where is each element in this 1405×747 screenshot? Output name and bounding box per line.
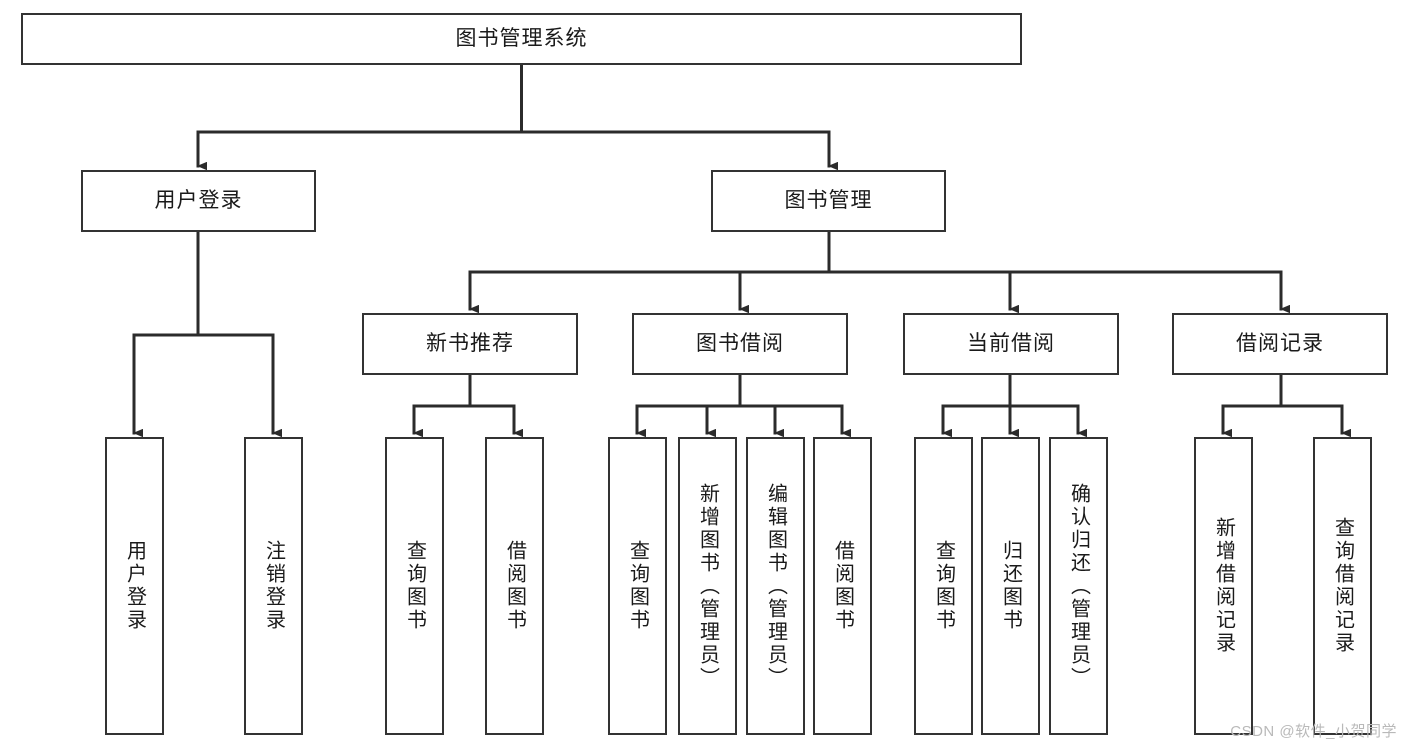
node-borrow-record-label: 借阅记录 xyxy=(1236,332,1324,356)
node-leaf-user-login-label: 用户登录 xyxy=(123,540,146,632)
node-leaf-borrow-query-book-label: 查询图书 xyxy=(626,540,649,632)
node-book-borrow[interactable]: 图书借阅 xyxy=(632,313,848,375)
node-leaf-record-add[interactable]: 新增借阅记录 xyxy=(1194,437,1253,735)
node-leaf-borrow-add-book-label: 新增图书（管理员） xyxy=(696,482,719,690)
node-leaf-borrow-edit-book-label: 编辑图书（管理员） xyxy=(764,482,787,690)
node-user-login[interactable]: 用户登录 xyxy=(81,170,316,232)
node-leaf-current-return-book[interactable]: 归还图书 xyxy=(981,437,1040,735)
node-new-book-recommend[interactable]: 新书推荐 xyxy=(362,313,578,375)
node-leaf-borrow-borrow-book[interactable]: 借阅图书 xyxy=(813,437,872,735)
node-leaf-borrow-borrow-book-label: 借阅图书 xyxy=(831,540,854,632)
node-leaf-borrow-edit-book[interactable]: 编辑图书（管理员） xyxy=(746,437,805,735)
node-leaf-recommend-borrow-book[interactable]: 借阅图书 xyxy=(485,437,544,735)
node-current-borrow[interactable]: 当前借阅 xyxy=(903,313,1119,375)
node-book-borrow-label: 图书借阅 xyxy=(696,332,784,356)
node-leaf-recommend-borrow-book-label: 借阅图书 xyxy=(503,540,526,632)
node-leaf-borrow-query-book[interactable]: 查询图书 xyxy=(608,437,667,735)
node-borrow-record[interactable]: 借阅记录 xyxy=(1172,313,1388,375)
node-leaf-recommend-query-book[interactable]: 查询图书 xyxy=(385,437,444,735)
node-user-login-label: 用户登录 xyxy=(154,189,243,213)
node-root-system[interactable]: 图书管理系统 xyxy=(21,13,1022,65)
node-leaf-record-add-label: 新增借阅记录 xyxy=(1212,517,1235,655)
node-leaf-user-logout[interactable]: 注销登录 xyxy=(244,437,303,735)
node-leaf-borrow-add-book[interactable]: 新增图书（管理员） xyxy=(678,437,737,735)
node-leaf-recommend-query-book-label: 查询图书 xyxy=(403,540,426,632)
watermark-text: CSDN @软件_小贺同学 xyxy=(1230,723,1397,740)
node-leaf-user-logout-label: 注销登录 xyxy=(262,540,285,632)
node-root-system-label: 图书管理系统 xyxy=(455,27,588,51)
node-leaf-current-confirm-return-label: 确认归还（管理员） xyxy=(1067,482,1090,690)
node-leaf-record-query[interactable]: 查询借阅记录 xyxy=(1313,437,1372,735)
node-leaf-current-return-book-label: 归还图书 xyxy=(999,540,1022,632)
node-current-borrow-label: 当前借阅 xyxy=(967,332,1055,356)
node-leaf-current-confirm-return[interactable]: 确认归还（管理员） xyxy=(1049,437,1108,735)
node-leaf-record-query-label: 查询借阅记录 xyxy=(1331,517,1354,655)
node-book-management-label: 图书管理 xyxy=(784,189,873,213)
node-leaf-user-login[interactable]: 用户登录 xyxy=(105,437,164,735)
node-leaf-current-query-book[interactable]: 查询图书 xyxy=(914,437,973,735)
node-book-management[interactable]: 图书管理 xyxy=(711,170,946,232)
node-leaf-current-query-book-label: 查询图书 xyxy=(932,540,955,632)
node-new-book-recommend-label: 新书推荐 xyxy=(426,332,514,356)
